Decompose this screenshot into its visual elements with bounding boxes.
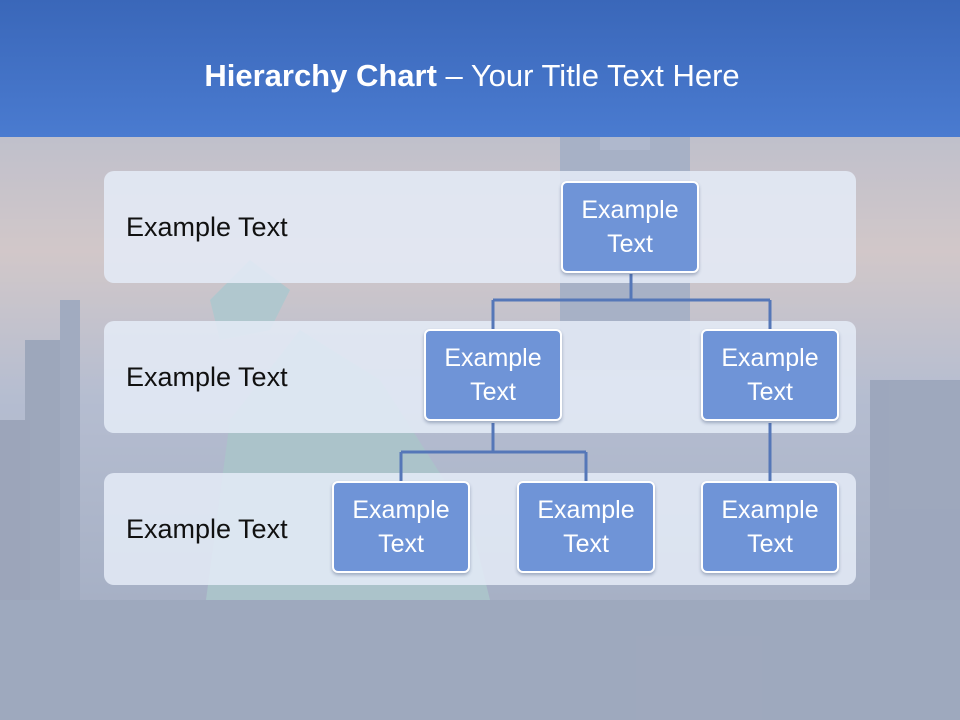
title-bold: Hierarchy Chart [204, 58, 437, 93]
level-band-1: Example Text [104, 171, 856, 283]
node-level2-right-text: Example Text [721, 344, 819, 406]
node-level2-right[interactable]: Example Text [701, 329, 839, 421]
level-label-3: Example Text [126, 514, 288, 544]
slide-title: Hierarchy Chart – Your Title Text Here [0, 56, 944, 96]
node-level2-left[interactable]: Example Text [424, 329, 562, 421]
node-root[interactable]: Example Text [561, 181, 699, 273]
node-level3-middle-text: Example Text [537, 496, 635, 558]
title-rest: – Your Title Text Here [436, 58, 740, 93]
node-root-text: Example Text [581, 196, 679, 258]
node-level3-right-text: Example Text [721, 496, 819, 558]
node-level3-right[interactable]: Example Text [701, 481, 839, 573]
node-level3-left-text: Example Text [352, 496, 450, 558]
level-label-2: Example Text [126, 362, 288, 392]
node-level2-left-text: Example Text [444, 344, 542, 406]
node-level3-middle[interactable]: Example Text [517, 481, 655, 573]
level-label-1: Example Text [126, 212, 288, 242]
node-level3-left[interactable]: Example Text [332, 481, 470, 573]
title-bar [0, 0, 960, 137]
